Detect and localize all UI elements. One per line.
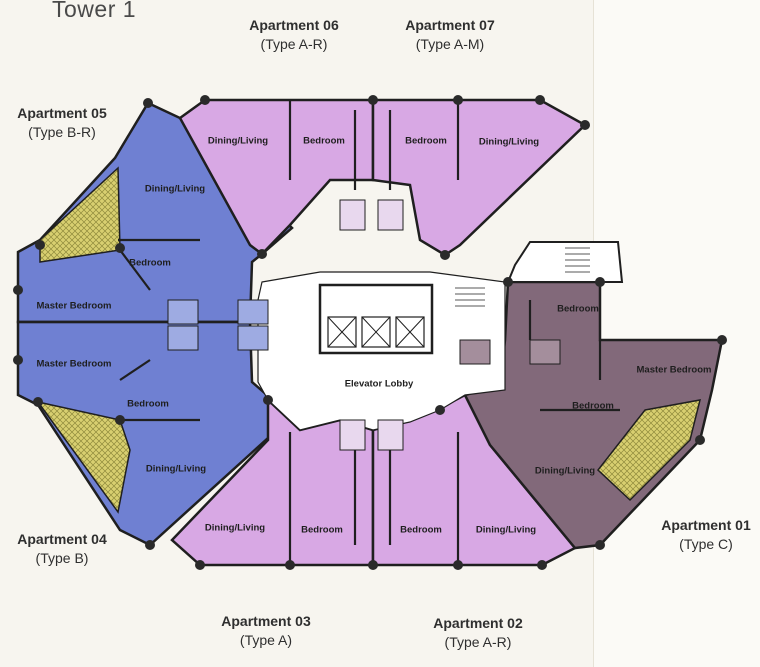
room-label-master-bedroom: Master Bedroom [36, 358, 112, 370]
terrace-apt05 [39, 166, 121, 263]
room-label-bedroom: Bedroom [557, 303, 599, 315]
apartment-04-name: Apartment 04 [17, 531, 107, 547]
apartment-03-name: Apartment 03 [221, 613, 311, 629]
apartment-05-type: (Type B-R) [28, 124, 96, 140]
stair-treads [455, 247, 590, 307]
room-label-dining-living: Dining/Living [478, 136, 540, 148]
apartment-02-type: (Type A-R) [444, 634, 512, 650]
structural-columns [13, 95, 727, 570]
room-label-master-bedroom: Master Bedroom [36, 300, 112, 312]
apartment-01-name: Apartment 01 [661, 517, 751, 533]
apartment-06-unit [178, 98, 375, 256]
room-label-bedroom: Bedroom [301, 524, 343, 536]
apartment-06-label: Apartment 06 (Type A-R) [232, 16, 356, 54]
room-label-bedroom: Bedroom [400, 524, 442, 536]
tower-title: Tower 1 [52, 0, 137, 22]
room-label-dining-living: Dining/Living [534, 465, 596, 477]
apartment-01-label: Apartment 01 (Type C) [652, 516, 760, 554]
room-label-dining-living: Dining/Living [475, 524, 537, 536]
elevator-shafts [318, 283, 434, 355]
apartment-05-label: Apartment 05 (Type B-R) [0, 104, 124, 142]
room-label-dining-living: Dining/Living [144, 183, 206, 195]
apartment-07-label: Apartment 07 (Type A-M) [388, 16, 512, 54]
apartment-05-name: Apartment 05 [17, 105, 107, 121]
terrace-apt04 [36, 400, 131, 514]
room-label-elevator-lobby: Elevator Lobby [344, 378, 414, 390]
room-label-bedroom: Bedroom [129, 257, 171, 269]
room-label-bedroom: Bedroom [405, 135, 447, 147]
room-label-bedroom: Bedroom [572, 400, 614, 412]
apartment-07-name: Apartment 07 [405, 17, 495, 33]
apartment-01-type: (Type C) [679, 536, 733, 552]
stair-structure [506, 241, 624, 283]
apartment-02-name: Apartment 02 [433, 615, 523, 631]
apartment-06-type: (Type A-R) [260, 36, 328, 52]
apartment-04-label: Apartment 04 (Type B) [0, 530, 124, 568]
apartment-03-label: Apartment 03 (Type A) [204, 612, 328, 650]
room-label-bedroom: Bedroom [303, 135, 345, 147]
apartment-07-type: (Type A-M) [415, 36, 485, 52]
room-label-dining-living: Dining/Living [145, 463, 207, 475]
apartment-04-unit [16, 320, 292, 547]
room-label-dining-living: Dining/Living [204, 522, 266, 534]
apartment-06-name: Apartment 06 [249, 17, 339, 33]
apartment-07-unit [371, 98, 588, 257]
terrace-apt01 [596, 399, 702, 502]
bathroom-fixtures [167, 199, 561, 451]
room-label-bedroom: Bedroom [127, 398, 169, 410]
apartment-04-type: (Type B) [35, 550, 89, 566]
room-label-dining-living: Dining/Living [207, 135, 269, 147]
apartment-03-type: (Type A) [239, 632, 293, 648]
page-edge-strip [593, 0, 760, 667]
room-label-master-bedroom: Master Bedroom [636, 364, 712, 376]
apartment-02-label: Apartment 02 (Type A-R) [416, 614, 540, 652]
